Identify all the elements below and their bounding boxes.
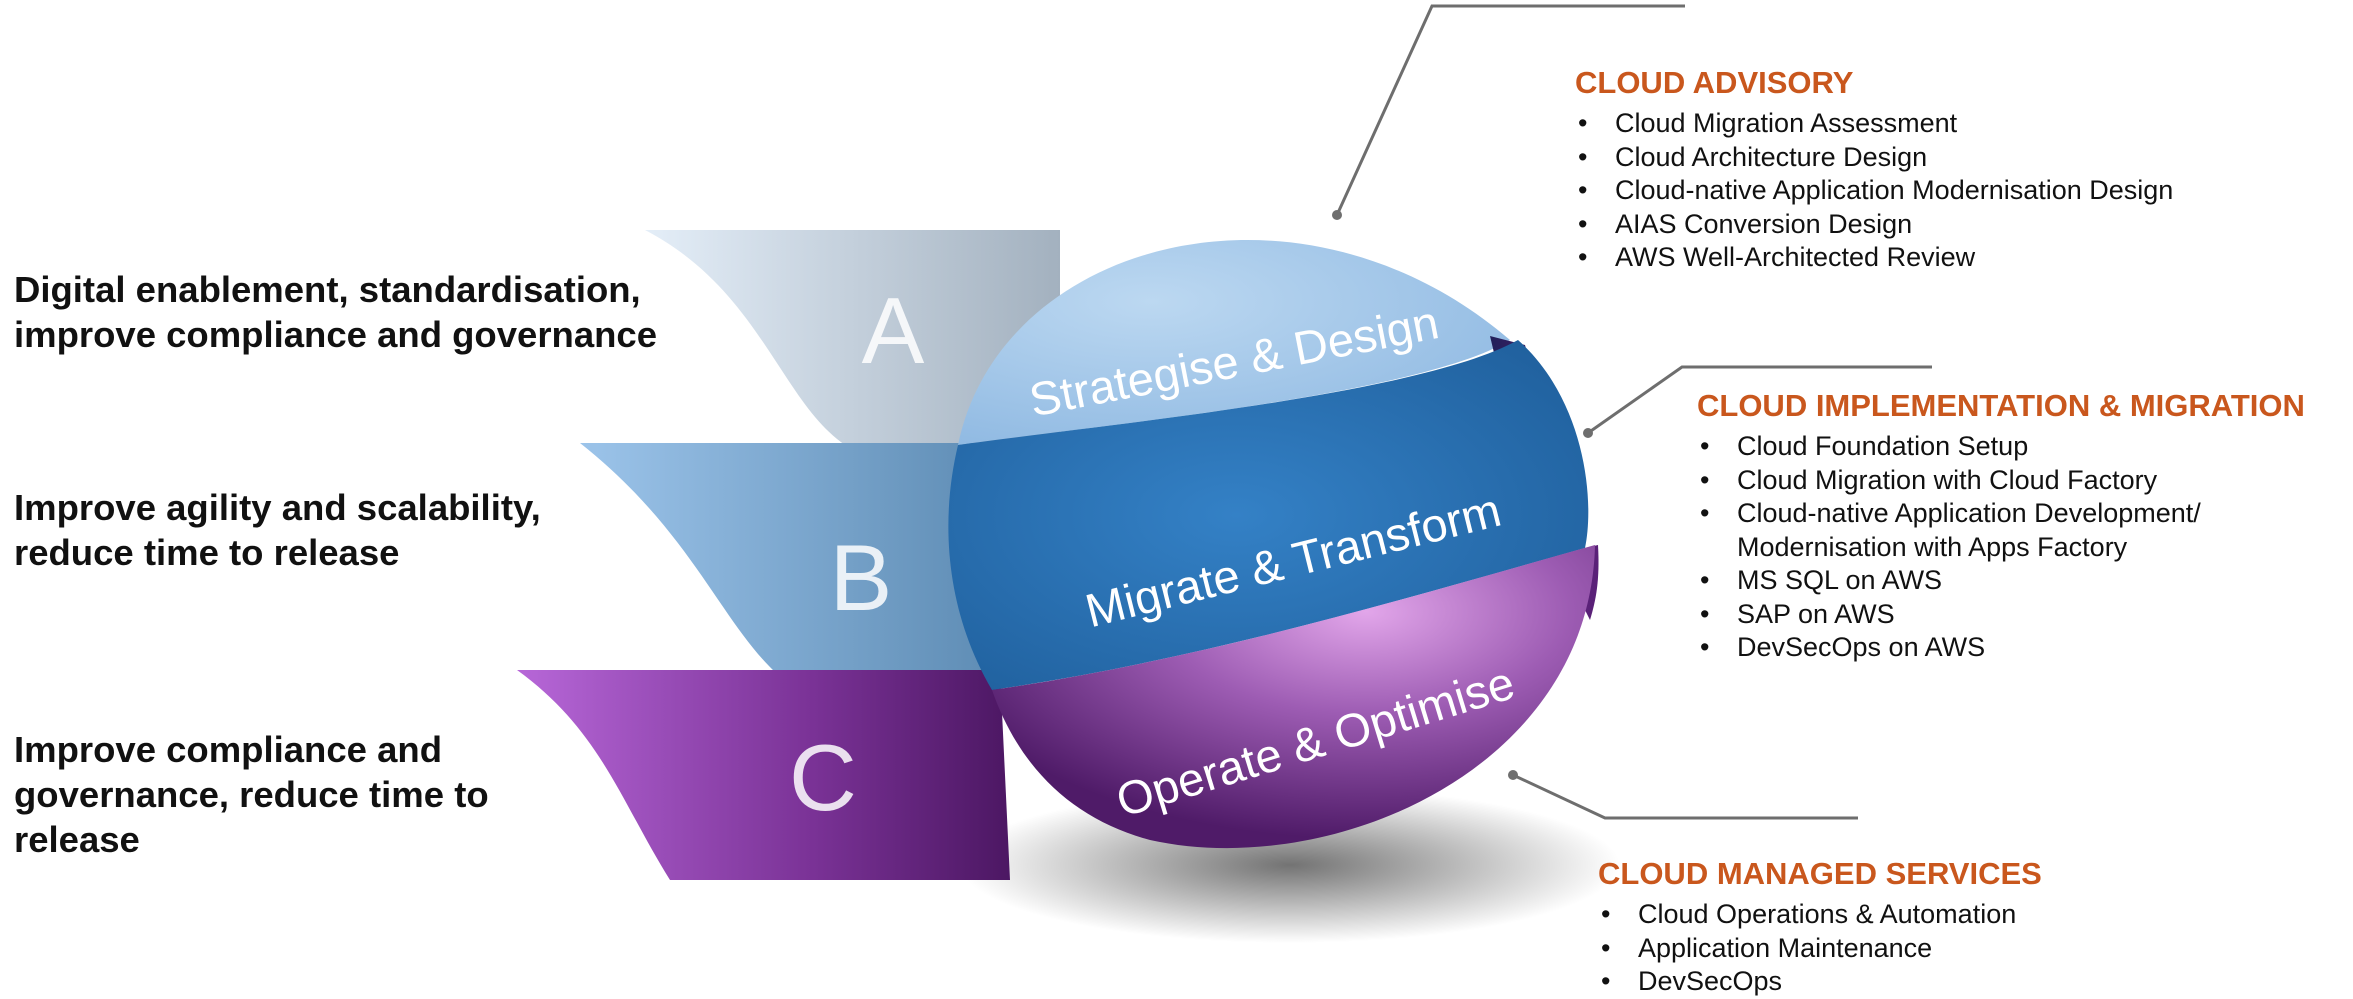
connector-implementation	[1587, 365, 1932, 435]
service-item: Cloud Architecture Design	[1575, 141, 2335, 175]
connector-advisory	[1335, 4, 1685, 216]
service-item: Cloud Foundation Setup	[1697, 430, 2347, 464]
band-middle	[948, 340, 1589, 690]
letter-a: A	[862, 278, 925, 383]
service-block-implementation: CLOUD IMPLEMENTATION & MIGRATION Cloud F…	[1697, 388, 2347, 665]
service-block-managed: CLOUD MANAGED SERVICES Cloud Operations …	[1598, 856, 2298, 999]
service-item: DevSecOps on AWS	[1697, 631, 2347, 665]
connector-managed	[1512, 773, 1858, 820]
letter-c: C	[789, 725, 857, 830]
service-item: AIAS Conversion Design	[1575, 208, 2335, 242]
service-title-advisory: CLOUD ADVISORY	[1575, 65, 1854, 100]
service-list-managed: Cloud Operations & Automation Applicatio…	[1598, 898, 2298, 999]
ribbon-c	[517, 670, 1010, 880]
ribbon-a	[645, 230, 1060, 445]
connector-managed-dot	[1508, 770, 1518, 780]
service-item: Cloud-native Application Development/ Mo…	[1697, 497, 2347, 564]
band-bottom	[992, 545, 1595, 849]
service-list-implementation: Cloud Foundation Setup Cloud Migration w…	[1697, 430, 2347, 665]
goal-text-a: Digital enablement, standardisation, imp…	[14, 269, 658, 355]
service-list-advisory: Cloud Migration Assessment Cloud Archite…	[1575, 107, 2335, 275]
goal-text-b: Improve agility and scalability, reduce …	[14, 487, 541, 573]
service-item: Cloud-native Application Modernisation D…	[1575, 174, 2335, 208]
letter-b: B	[830, 525, 893, 630]
service-item: Application Maintenance	[1598, 932, 2298, 966]
service-item: MS SQL on AWS	[1697, 564, 2347, 598]
ribbon-b	[580, 443, 990, 672]
service-item: Cloud Migration Assessment	[1575, 107, 2335, 141]
service-item: AWS Well-Architected Review	[1575, 241, 2335, 275]
service-block-advisory: CLOUD ADVISORY Cloud Migration Assessmen…	[1575, 65, 2335, 275]
connector-implementation-dot	[1583, 428, 1593, 438]
band-top	[958, 240, 1510, 445]
service-title-managed: CLOUD MANAGED SERVICES	[1598, 856, 2042, 891]
goal-text-c: Improve compliance and governance, reduc…	[14, 729, 489, 860]
service-item: Cloud Migration with Cloud Factory	[1697, 464, 2347, 498]
connector-advisory-dot	[1332, 210, 1342, 220]
service-item: SAP on AWS	[1697, 598, 2347, 632]
service-item: DevSecOps	[1598, 965, 2298, 999]
service-title-implementation: CLOUD IMPLEMENTATION & MIGRATION	[1697, 388, 2305, 423]
service-item: Cloud Operations & Automation	[1598, 898, 2298, 932]
